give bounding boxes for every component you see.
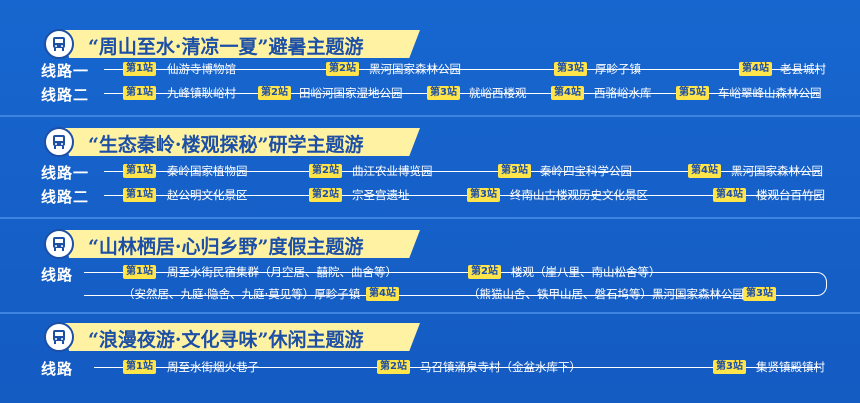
section-title: “山林栖居·心归乡野”度假主题游 [88, 236, 364, 258]
stop-badge: 第2站 [309, 188, 342, 202]
header-banner [62, 30, 420, 58]
stop-name: 楼观（崖八里、南山松舍等） [511, 265, 661, 279]
stop-name: 老县城村 [780, 62, 826, 76]
stop-name: 曲江农业博览园 [352, 164, 433, 178]
stop-name: （安然居、九庭·隐舍、九庭·莫见等）厚畛子镇 [123, 287, 361, 301]
section-title: “生态秦岭·楼观探秘”研学主题游 [88, 134, 364, 156]
route-label: 线路 [41, 360, 74, 378]
bus-icon [44, 229, 74, 259]
route-label: 线路 [41, 266, 74, 284]
stop-badge: 第2站 [326, 62, 359, 76]
stop-name: 周至水街民宿集群（月空居、囍院、曲舍等） [167, 265, 397, 279]
stop-badge: 第5站 [676, 86, 709, 100]
stop-badge: 第3站 [554, 62, 587, 76]
route-label: 线路二 [41, 188, 90, 206]
stop-name: （熊猫山舍、铁甲山居、磐石坞等）黑河国家森林公园 [468, 287, 744, 301]
stop-badge: 第3站 [743, 287, 776, 301]
stop-name: 黑河国家森林公园 [731, 164, 823, 178]
stop-badge: 第1站 [123, 188, 156, 202]
stop-name: 西骆峪水库 [594, 86, 652, 100]
stop-name: 集贤镇殿镇村 [756, 360, 825, 374]
stop-name: 宗圣宫遗址 [352, 188, 410, 202]
route-label: 线路一 [41, 62, 90, 80]
stop-badge: 第3站 [427, 86, 460, 100]
stop-name: 秦岭国家植物园 [167, 164, 248, 178]
stop-badge: 第4站 [688, 164, 721, 178]
stop-name: 九峰镇耿峪村 [167, 86, 236, 100]
route-line [104, 171, 820, 172]
route-line [104, 69, 820, 70]
stop-badge: 第1站 [123, 62, 156, 76]
route-label: 线路一 [41, 164, 90, 182]
stop-badge: 第1站 [123, 164, 156, 178]
section-divider [0, 217, 860, 219]
loop-route-line [84, 272, 827, 296]
stop-badge: 第3站 [713, 360, 746, 374]
stop-name: 仙游寺博物馆 [167, 62, 236, 76]
header-banner [62, 230, 420, 258]
stop-name: 周至水街烟火巷子 [167, 360, 259, 374]
section-title: “浪漫夜游·文化寻味”休闲主题游 [88, 329, 364, 351]
bus-icon [44, 29, 74, 59]
route-label: 线路二 [41, 86, 90, 104]
stop-badge: 第2站 [377, 360, 410, 374]
stop-name: 车峪翠峰山森林公园 [718, 86, 822, 100]
section-header-summer: “周山至水·清凉一夏”避暑主题游 [44, 29, 424, 59]
stop-name: 终南山古楼观历史文化景区 [510, 188, 648, 202]
stop-name: 黑河国家森林公园 [369, 62, 461, 76]
stop-badge: 第2站 [468, 265, 501, 279]
section-header-night: “浪漫夜游·文化寻味”休闲主题游 [44, 322, 424, 352]
section-header-vacation: “山林栖居·心归乡野”度假主题游 [44, 229, 424, 259]
section-divider [0, 115, 860, 117]
stop-badge: 第1站 [123, 265, 156, 279]
bus-icon [44, 322, 74, 352]
stop-badge: 第2站 [309, 164, 342, 178]
section-header-study: “生态秦岭·楼观探秘”研学主题游 [44, 127, 424, 157]
stop-badge: 第3站 [498, 164, 531, 178]
stop-badge: 第4站 [551, 86, 584, 100]
stop-badge: 第1站 [123, 360, 156, 374]
section-divider [0, 312, 860, 314]
route-line [94, 367, 820, 368]
stop-name: 马召镇涌泉寺村（金盆水库下） [420, 360, 581, 374]
stop-badge: 第1站 [123, 86, 156, 100]
stop-name: 就峪西楼观 [469, 86, 527, 100]
bus-icon [44, 127, 74, 157]
stop-badge: 第3站 [467, 188, 500, 202]
stop-name: 秦岭四宝科学公园 [540, 164, 632, 178]
header-banner [62, 323, 420, 351]
stop-name: 厚畛子镇 [595, 62, 641, 76]
header-banner [62, 128, 420, 156]
section-title: “周山至水·清凉一夏”避暑主题游 [88, 36, 364, 58]
stop-badge: 第4站 [713, 188, 746, 202]
stop-name: 田峪河国家湿地公园 [299, 86, 403, 100]
route-line [104, 195, 820, 196]
stop-badge: 第4站 [366, 287, 399, 301]
stop-badge: 第2站 [258, 86, 291, 100]
stop-name: 楼观台百竹园 [756, 188, 825, 202]
route-line [104, 93, 820, 94]
stop-name: 赵公明文化景区 [167, 188, 248, 202]
stop-badge: 第4站 [739, 62, 772, 76]
